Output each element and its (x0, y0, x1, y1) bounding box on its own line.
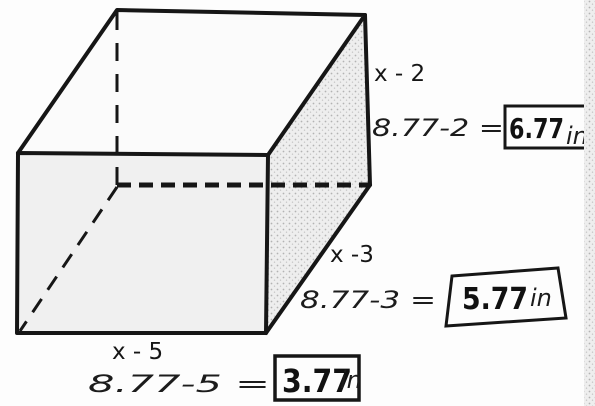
depth-label: x -3 (330, 242, 374, 268)
scan-edge (584, 0, 595, 406)
width-label: x - 5 (112, 339, 163, 365)
height-answer: 6.77 (509, 112, 564, 145)
bottom-right-edge (264, 183, 372, 335)
right-vertical-edge (363, 13, 372, 187)
top-face (18, 10, 365, 155)
width-answer: 3.77 (282, 362, 352, 400)
right-face (266, 15, 370, 333)
width-work: 8.77-5 = (88, 370, 270, 398)
depth-answer-box (444, 266, 568, 328)
top-back-edges (16, 8, 367, 157)
height-unit: in (566, 122, 588, 150)
width-answer-box (273, 354, 361, 402)
width-unit: in (340, 366, 362, 394)
depth-answer: 5.77 (462, 282, 528, 317)
depth-unit: in (530, 284, 552, 312)
hidden-left-depth-edge (18, 186, 119, 332)
height-work: 8.77-2 = (372, 114, 504, 142)
height-label: x - 2 (374, 61, 425, 87)
front-face (17, 153, 268, 333)
depth-work: 8.77-3 = (300, 286, 436, 314)
